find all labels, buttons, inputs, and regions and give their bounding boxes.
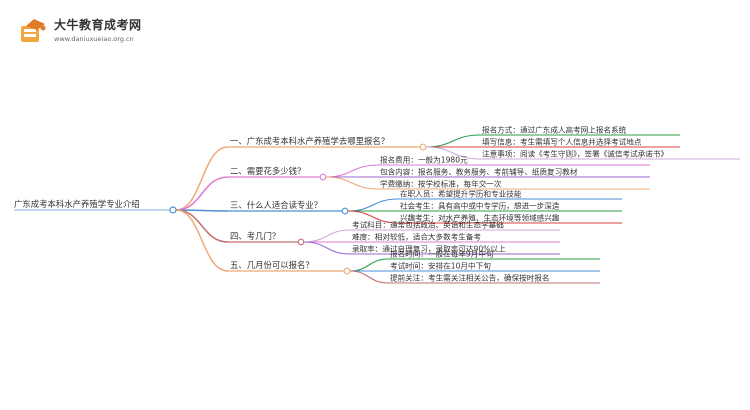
leaf-topic: 包含内容：报名服务、教务服务、考前辅导、纸质复习教材 [380,167,578,177]
branch-connector [175,176,229,211]
leaf-topic: 社会考生：具有高中或中专学历，想进一步深造 [400,201,560,211]
mind-map-nodes: 广东成考本科水产养殖学专业介绍 一、广东成考本科水产养殖学去哪里报名？ 报名方式：通… [14,125,668,283]
branch-topic-2: 二、需要花多少钱？ [230,166,305,176]
branch-node-dot [319,173,327,181]
root-topic: 广东成考本科水产养殖学专业介绍 [14,199,140,209]
brand-name: 大牛教育成考网 [54,18,142,32]
leaf-topic: 报名费用：一般为1980元 [380,155,468,165]
leaf-connector [349,258,389,272]
leaf-topic: 难度：相对较低，适合大多数考生备考 [352,232,481,242]
leaf-connector [347,198,399,212]
brand-url: www.daniuxueiao.org.cn [54,35,134,43]
branch-connector [175,209,229,272]
branch-topic-5: 五、几月份可以报名？ [230,260,314,270]
branch-topic-3: 三、什么人适合读专业？ [230,200,322,210]
brand-logo-icon [21,19,46,42]
leaf-topic: 在职人员：希望提升学历和专业技能 [400,189,522,199]
branch-node-dot [343,267,351,275]
leaf-topic: 提前关注：考生需关注相关公告，确保按时报名 [390,273,549,283]
leaf-connector [325,164,379,178]
leaf-connector [425,134,481,148]
leaf-connector [303,229,351,243]
leaf-connector [349,270,389,284]
branch-topic-1: 一、广东成考本科水产养殖学去哪里报名？ [230,136,389,146]
mind-map-connectors [14,134,740,284]
leaf-topic: 录取率：通过自理复习，录取率可达90%以上 [352,244,506,254]
leaf-topic: 报名方式：通过广东成人高考网上报名系统 [482,125,627,135]
branch-topic-4: 四、考几门？ [230,231,280,241]
branch-node-dot [341,207,349,215]
leaf-topic: 填写信息：考生需填写个人信息并选择考试地点 [482,137,642,147]
leaf-connector [425,146,481,160]
leaf-connector [325,176,379,190]
leaf-topic: 兴趣考生：对水产养殖、生态环境等领域感兴趣 [400,213,560,223]
leaf-connector [303,241,351,255]
leaf-topic: 学费缴纳：按学校标准，每年交一次 [380,179,502,189]
leaf-topic: 考试时间：安排在10月中下旬 [390,261,491,271]
branch-connector [175,209,229,243]
leaf-topic: 考试科目：通常包括政治、英语和生态学基础 [352,220,504,230]
leaf-connector [347,210,399,224]
branch-node-dot [297,238,305,246]
branch-node-dot [419,143,427,151]
leaf-topic: 注意事项：阅读《考生守则》，签署《诚信考试承诺书》 [482,149,668,159]
leaf-topic: 报名时间：一般在每年9月中旬 [390,249,494,259]
branch-connector [175,146,229,211]
root-node-dot [169,206,177,214]
